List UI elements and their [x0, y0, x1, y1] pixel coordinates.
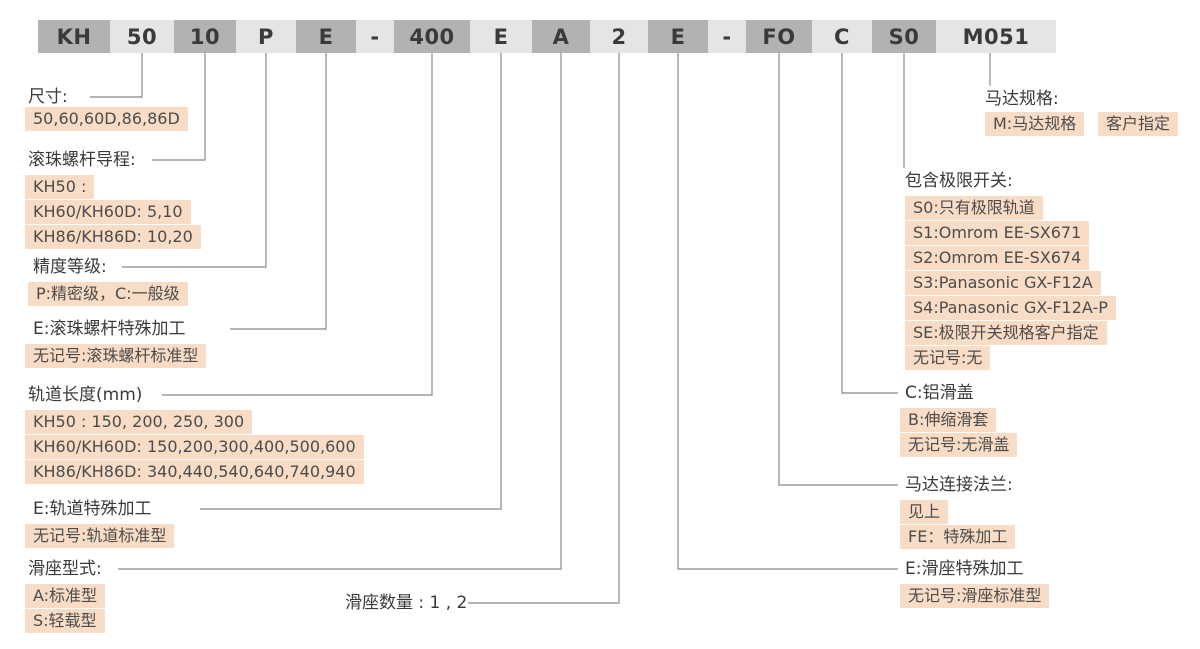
code-segment-accuracy: P	[258, 24, 274, 49]
cover-label: C:铝滑盖	[905, 383, 974, 403]
rail-length-option: KH86/KH86D: 340,440,540,640,740,940	[25, 460, 364, 484]
rail-length-option: KH50 : 150, 200, 250, 300	[25, 410, 253, 434]
size-option: 50,60,60D,86,86D	[25, 107, 188, 131]
limit-switch-option: S4:Panasonic GX-F12A-P	[905, 296, 1116, 320]
limit-switch-option: S3:Panasonic GX-F12A	[905, 271, 1101, 295]
code-segment-motor: M051	[962, 24, 1030, 49]
motor-spec-option: 客户指定	[1098, 112, 1179, 136]
screw-special-label: E:滚珠螺杆特殊加工	[33, 319, 186, 339]
rail-special-label: E:轨道特殊加工	[33, 499, 152, 519]
connector-rail-special	[200, 53, 502, 510]
flange-option: FE：特殊加工	[900, 525, 1016, 549]
code-segment-screw-special: E	[296, 20, 356, 53]
code-segment-dash2: -	[722, 24, 732, 49]
cover-option: B:伸缩滑套	[900, 408, 997, 432]
rail-length-label: 轨道长度(mm)	[28, 385, 143, 405]
slider-type-label: 滑座型式:	[28, 559, 102, 579]
connector-slider-special	[677, 53, 898, 570]
lead-option: KH60/KH60D: 5,10	[25, 200, 191, 224]
slider-special-label: E:滑座特殊加工	[905, 559, 1024, 579]
slider-type-option: S:轻载型	[25, 609, 105, 633]
lead-label: 滚珠螺杆导程:	[28, 150, 136, 170]
connector-flange	[778, 53, 898, 486]
code-segment-limit-switch: S0	[872, 20, 936, 53]
motor-spec-option: M:马达规格	[985, 112, 1085, 136]
rail-length-option: KH60/KH60D: 150,200,300,400,500,600	[25, 435, 364, 459]
code-segment-lead: 10	[174, 20, 236, 53]
screw-special-option: 无记号:滚珠螺杆标准型	[25, 344, 207, 368]
code-segment-series: KH	[38, 20, 110, 53]
lead-option: KH50 :	[25, 175, 95, 199]
code-segment-flange: FO	[746, 20, 812, 53]
limit-switch-option: 无记号:无	[905, 346, 991, 370]
code-segment-rail-special: E	[493, 24, 509, 49]
flange-option: 见上	[900, 500, 949, 524]
accuracy-option: P:精密级，C:一般级	[28, 282, 188, 306]
connector-rail-length	[162, 53, 433, 396]
slider-type-option: A:标准型	[25, 584, 106, 608]
connector-lead	[152, 53, 206, 161]
model-code-bar: KH 50 10 P E - 400 E A 2 E - FO C S0 M05…	[38, 20, 1056, 53]
connector-size	[90, 53, 143, 98]
slider-special-option: 无记号:滑座标准型	[900, 584, 1050, 608]
slider-count-label: 滑座数量 : 1 , 2	[345, 593, 468, 613]
code-segment-slider-type: A	[532, 20, 590, 53]
size-label: 尺寸:	[28, 87, 68, 107]
code-segment-slider-count: 2	[611, 24, 627, 49]
cover-option: 无记号:无滑盖	[900, 433, 1018, 457]
limit-switch-option: S1:Omrom EE-SX671	[905, 221, 1090, 245]
motor-spec-label: 马达规格:	[985, 89, 1059, 109]
lead-option: KH86/KH86D: 10,20	[25, 225, 201, 249]
code-segment-size: 50	[126, 24, 158, 49]
flange-label: 马达连接法兰:	[905, 475, 1013, 495]
connector-screw-special	[230, 53, 327, 330]
limit-switch-option: SE:极限开关规格客户指定	[905, 321, 1107, 345]
code-segment-cover: C	[834, 24, 850, 49]
connector-accuracy	[122, 53, 267, 268]
connector-slider-type	[118, 53, 562, 570]
code-segment-dash1: -	[370, 24, 380, 49]
limit-switch-label: 包含极限开关:	[905, 171, 1013, 191]
limit-switch-option: S0:只有极限轨道	[905, 196, 1043, 220]
rail-special-option: 无记号:轨道标准型	[25, 524, 175, 548]
code-segment-slider-special: E	[648, 20, 708, 53]
accuracy-label: 精度等级:	[33, 257, 107, 277]
limit-switch-option: S2:Omrom EE-SX674	[905, 246, 1090, 270]
code-segment-rail-length: 400	[394, 20, 470, 53]
connector-cover	[841, 53, 898, 394]
connector-slider-count	[468, 53, 620, 604]
